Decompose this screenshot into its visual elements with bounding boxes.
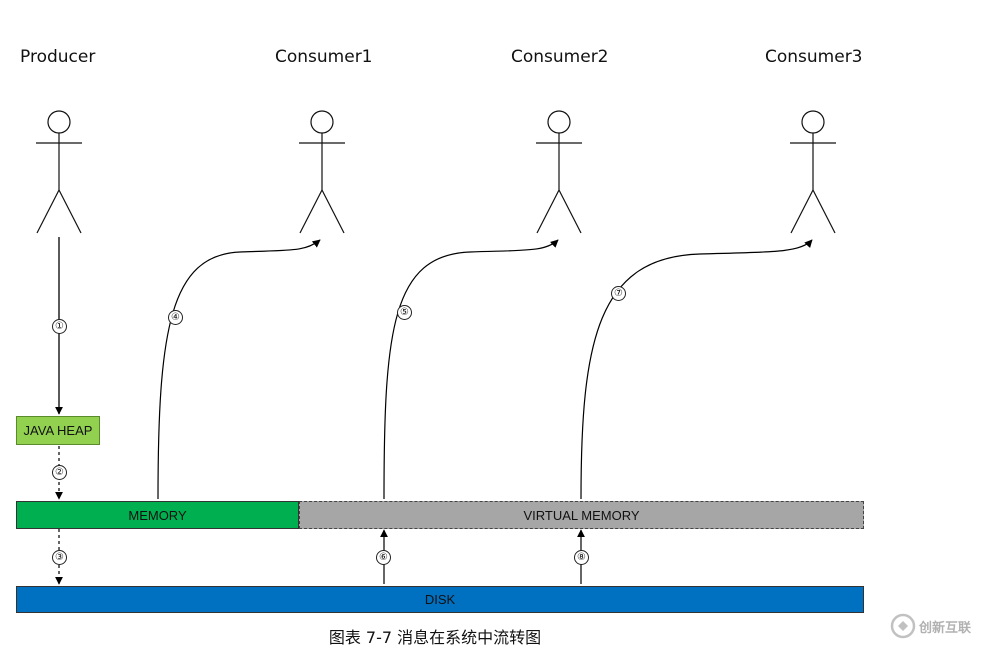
step-3-marker: ③ (52, 550, 67, 565)
step-5-marker: ⑤ (397, 305, 412, 320)
consumer1-label: Consumer1 (275, 47, 373, 67)
step-8-marker: ⑧ (574, 550, 589, 565)
producer-label: Producer (20, 47, 96, 67)
step-4-marker: ④ (168, 310, 183, 325)
producer-figure (36, 110, 82, 234)
consumer1-figure (299, 110, 345, 234)
consumer2-label: Consumer2 (511, 47, 609, 67)
consumer2-figure (536, 110, 582, 234)
figure-caption: 图表 7-7 消息在系统中流转图 (328, 628, 542, 647)
step-7-marker: ⑦ (611, 286, 626, 301)
step-2-marker: ② (52, 465, 67, 480)
virtual-memory-box: VIRTUAL MEMORY (299, 501, 864, 529)
disk-box: DISK (16, 586, 864, 613)
step-1-marker: ① (52, 319, 67, 334)
arrow-memory-to-consumer1 (157, 239, 321, 500)
watermark-text: 创新互联 (919, 620, 972, 636)
arrow-virtual-to-consumer2 (383, 239, 559, 500)
consumer3-label: Consumer3 (765, 47, 863, 67)
arrow-virtual-to-consumer3 (580, 239, 813, 500)
step-6-marker: ⑥ (376, 550, 391, 565)
memory-box: MEMORY (16, 501, 299, 529)
watermark: 创新互联 (890, 606, 986, 646)
consumer3-figure (790, 110, 836, 234)
java-heap-box: JAVA HEAP (16, 416, 100, 445)
logo-icon (890, 613, 916, 639)
